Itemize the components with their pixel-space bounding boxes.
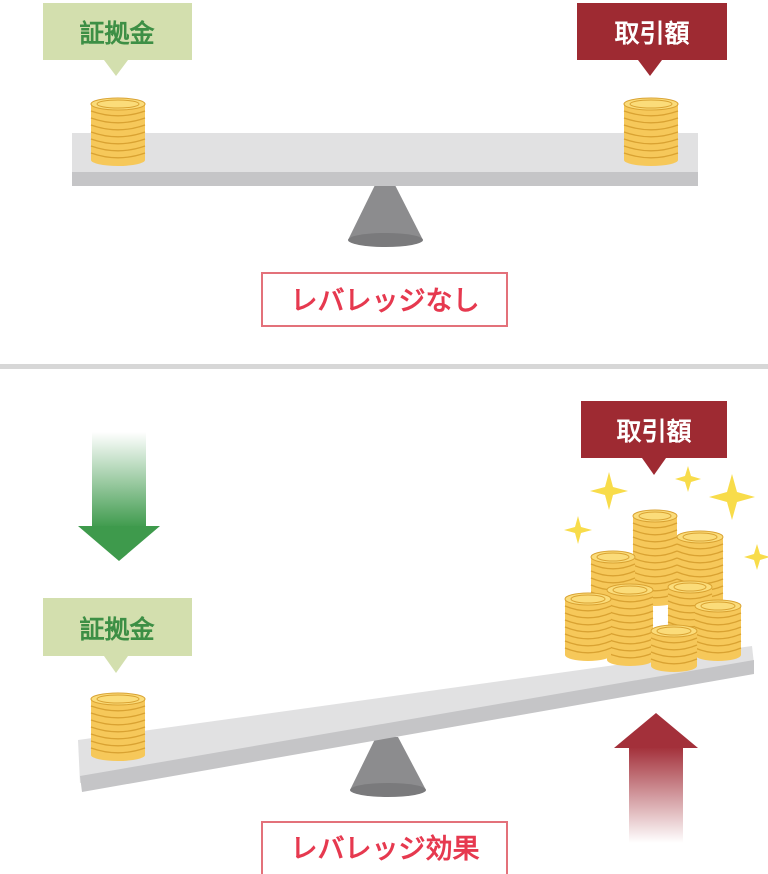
top-margin-callout: 証拠金 [43,3,192,76]
top-caption-box: レバレッジなし [261,272,508,327]
top-plank [72,133,698,186]
bottom-trade-coin-pile-icon [564,509,742,672]
top-margin-label: 証拠金 [79,19,155,48]
arrow-up-icon [614,713,698,843]
sparkle-icon [564,516,592,544]
bottom-caption-box: レバレッジ効果 [261,821,508,874]
top-trade-coin-stack-icon [623,97,679,166]
top-caption: レバレッジなし [291,286,480,317]
top-trade-callout: 取引額 [577,3,727,76]
sparkle-icon [675,466,701,492]
bottom-panel: 証拠金 取引額 [43,401,768,874]
sparkle-icon [744,544,768,570]
bottom-trade-label: 取引額 [616,417,691,446]
bottom-fulcrum [350,737,426,797]
sparkle-icons [564,466,768,570]
top-panel: 証拠金 取引額 レバレッジなし [43,3,727,327]
top-trade-label: 取引額 [614,19,689,48]
coin-stack-icon [650,624,698,672]
top-fulcrum [348,185,423,247]
coin-stack-icon [694,599,742,661]
bottom-trade-callout: 取引額 [581,401,727,475]
coin-stack-icon [564,592,612,661]
bottom-margin-label: 証拠金 [79,615,155,644]
sparkle-icon [590,472,628,510]
bottom-plank [78,646,754,792]
top-margin-coin-stack-icon [90,97,146,166]
bottom-margin-callout: 証拠金 [43,598,192,673]
arrow-down-icon [78,432,160,561]
bottom-caption: レバレッジ効果 [291,833,480,865]
coin-stack-icon [606,583,654,666]
sparkle-icon [709,474,755,520]
bottom-margin-coin-stack-icon [90,692,146,761]
panel-divider [0,364,768,369]
